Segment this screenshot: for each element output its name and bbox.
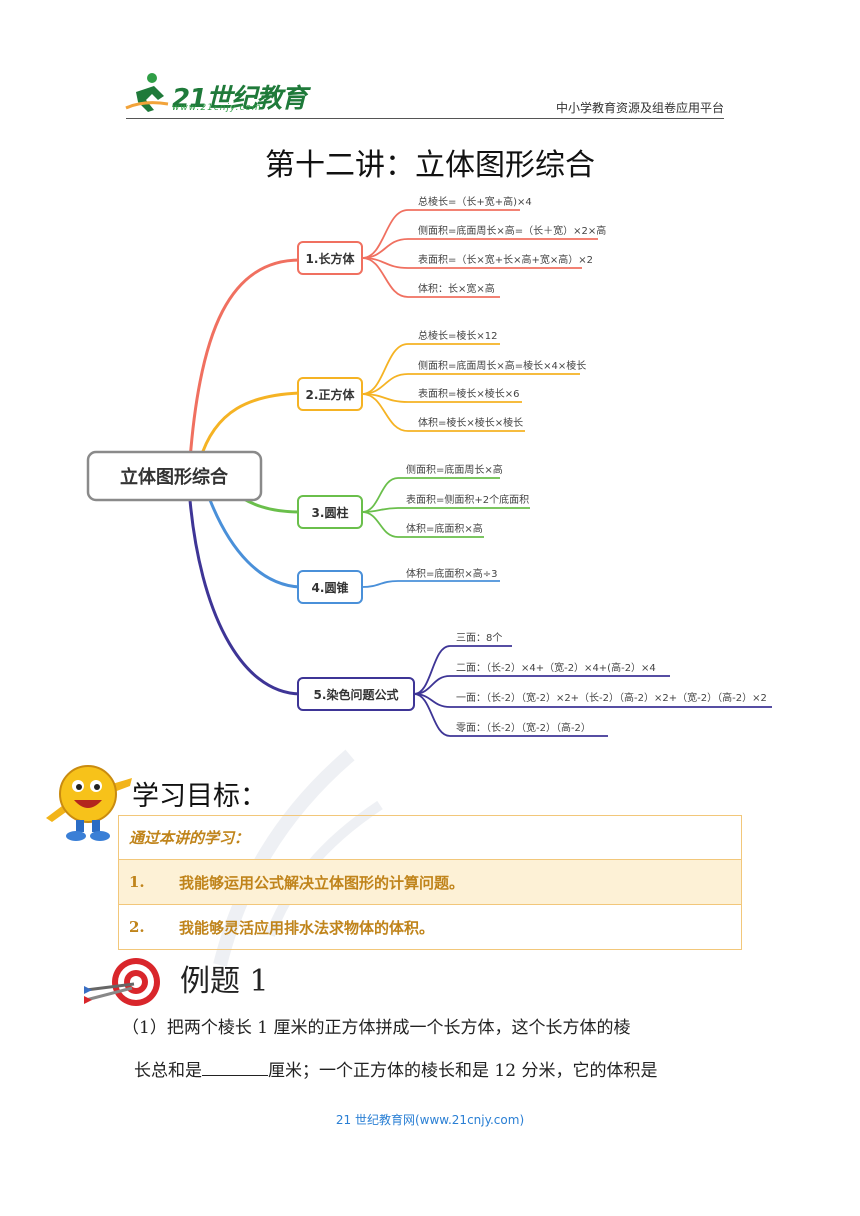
- goal-text: 我能够运用公式解决立体图形的计算问题。: [179, 873, 465, 892]
- mindmap-root-box: [86, 450, 263, 502]
- goals-intro-row: 通过本讲的学习：: [118, 815, 742, 860]
- branch-line-2: [198, 391, 301, 461]
- example-line-1: （1）把两个棱长 1 厘米的正方体拼成一个长方体，这个长方体的棱: [122, 1018, 631, 1038]
- example-line-2: 长总和是 厘米；一个正方体的棱长和是 12 分米，它的体积是: [118, 1056, 758, 1081]
- branch-label-3: 3.圆柱: [312, 505, 349, 520]
- branch-2-item-2: 侧面积=底面周长×高=棱长×4×棱长: [418, 359, 586, 372]
- branch-line-4: [208, 499, 301, 589]
- header-divider: [126, 118, 724, 119]
- smiley-mascot-icon: [46, 765, 132, 841]
- branch-1-item-2: 侧面积=底面周长×高=（长＋宽）×2×高: [418, 224, 606, 237]
- branch-3-item-1: 侧面积=底面周长×高: [406, 463, 503, 476]
- branch-label-4: 4.圆锥: [312, 580, 349, 595]
- branch-line-5: [188, 499, 301, 696]
- branch-1-item-4: 体积：长×宽×高: [418, 282, 495, 295]
- mindmap-root: 立体图形综合: [120, 466, 229, 488]
- branch-label-2: 2.正方体: [306, 387, 356, 402]
- answer-blank[interactable]: [202, 1059, 268, 1076]
- goal-row-2: 2. 我能够灵活应用排水法求物体的体积。: [118, 905, 742, 950]
- page-title: 第十二讲：立体图形综合: [265, 148, 595, 183]
- branch-5-item-4: 零面：（长-2）（宽-2）（高-2）: [456, 721, 591, 734]
- example-line-2-start: 长总和是: [134, 1061, 202, 1081]
- branch-line-1: [188, 258, 301, 461]
- mindmap: 立体图形综合 1.长方体 总棱长=（长+宽+高)×4 侧面积=底面周长×高=（长…: [86, 195, 772, 737]
- branch-2-item-1: 总棱长=棱长×12: [418, 329, 497, 342]
- goal-number: 1.: [129, 873, 145, 891]
- goal-number: 2.: [129, 918, 145, 936]
- branch-1-item-3: 表面积=（长×宽+长×高+宽×高）×2: [418, 253, 593, 266]
- goals-heading: 学习目标：: [132, 781, 267, 812]
- logo-text: 21世纪教育: [172, 84, 307, 114]
- branch-3-item-3: 体积=底面积×高: [406, 522, 483, 535]
- branch-2-item-3: 表面积=棱长×棱长×6: [418, 387, 520, 400]
- header-tagline: 中小学教育资源及组卷应用平台: [555, 101, 724, 115]
- branch-5-item-1: 三面：8个: [456, 632, 502, 644]
- runner-icon: [125, 73, 169, 112]
- goal-text: 我能够灵活应用排水法求物体的体积。: [179, 918, 435, 937]
- example-title: 例题 1: [180, 964, 269, 999]
- branch-3-item-2: 表面积=侧面积+2个底面积: [406, 493, 529, 506]
- branch-label-1: 1.长方体: [306, 251, 356, 266]
- branch-5-item-2: 二面：（长-2）×4+（宽-2）×4+(高-2）×4: [456, 661, 656, 674]
- logo: [124, 70, 174, 116]
- footer-link[interactable]: 21 世纪教育网(www.21cnjy.com): [335, 1113, 525, 1127]
- example-line-2-end: 厘米；一个正方体的棱长和是 12 分米，它的体积是: [268, 1061, 658, 1081]
- goal-row-1: 1. 我能够运用公式解决立体图形的计算问题。: [118, 860, 742, 905]
- branch-1-item-1: 总棱长=（长+宽+高)×4: [418, 195, 532, 208]
- branch-2-item-4: 体积=棱长×棱长×棱长: [418, 416, 523, 429]
- branch-4-item-1: 体积=底面积×高÷3: [406, 567, 498, 580]
- logo-url: www.21cnjy.com: [172, 103, 262, 113]
- target-icon: [84, 958, 160, 1006]
- goals-table: 通过本讲的学习： 1. 我能够运用公式解决立体图形的计算问题。 2. 我能够灵活…: [118, 815, 742, 950]
- branch-5-item-3: 一面：（长-2）（宽-2）×2+（长-2）（高-2）×2+（宽-2）（高-2）×…: [456, 691, 767, 704]
- goals-intro: 通过本讲的学习：: [129, 829, 250, 847]
- branch-label-5: 5.染色问题公式: [314, 687, 399, 702]
